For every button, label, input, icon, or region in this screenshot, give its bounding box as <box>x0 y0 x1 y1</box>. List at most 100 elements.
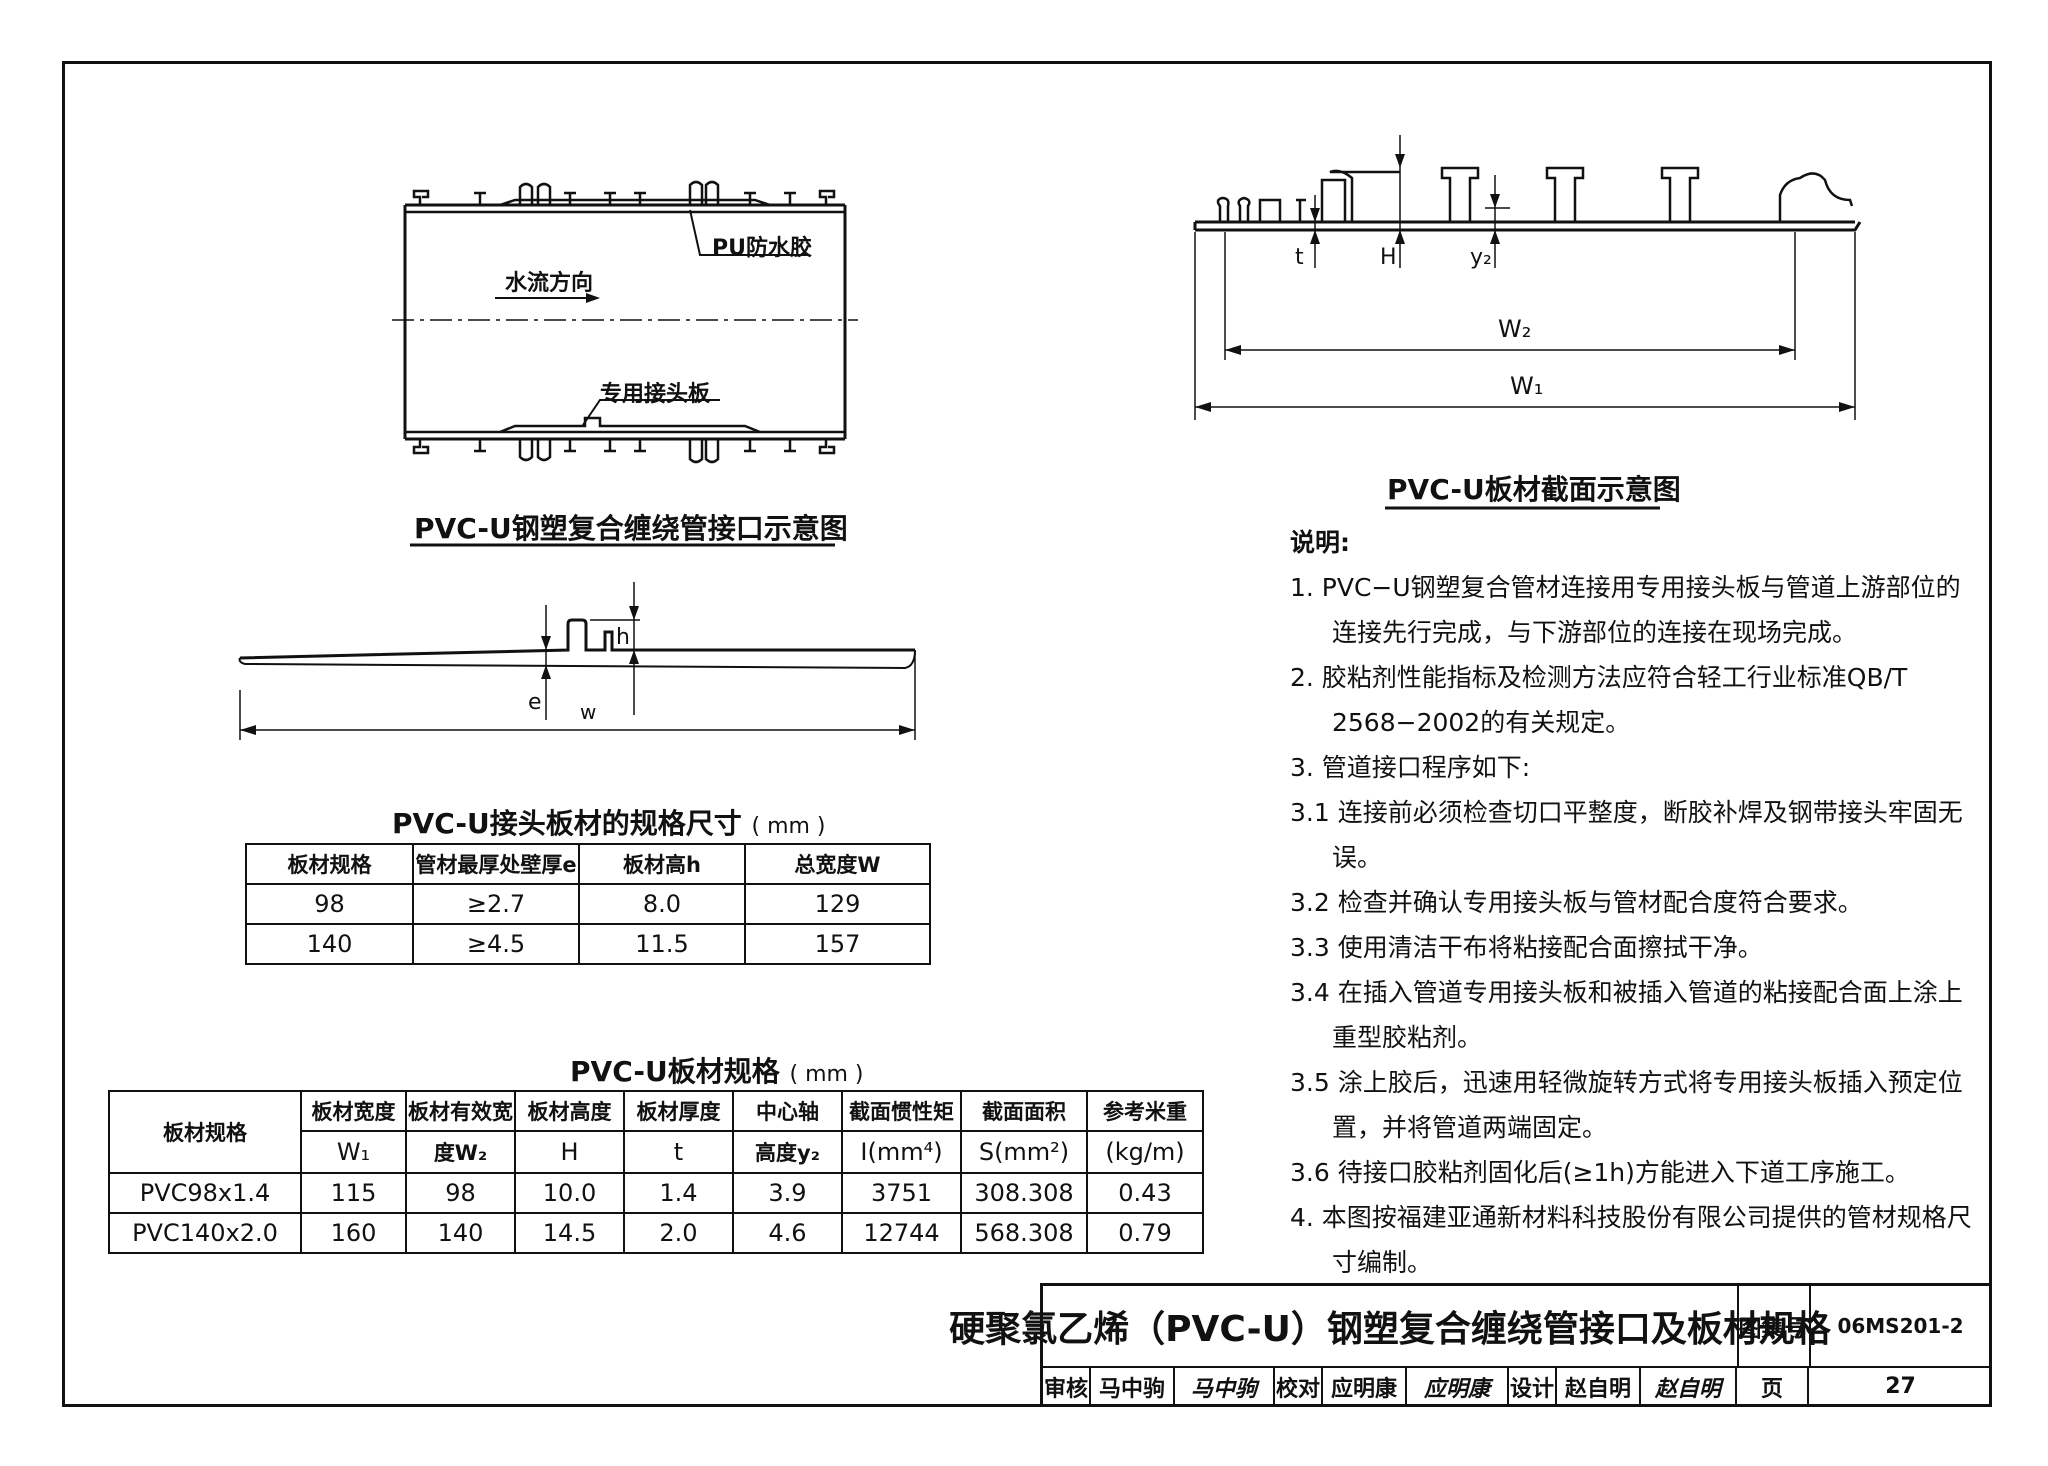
table-cell: 1.4 <box>623 1172 734 1214</box>
designer-signature: 赵自明 <box>1641 1366 1737 1407</box>
checker-signature: 应明康 <box>1407 1366 1509 1407</box>
sheet-spec-table: 板材规格 板材宽度 板材有效宽 板材高度 板材厚度 中心轴 截面惯性矩 截面面积… <box>108 1090 1204 1254</box>
sheet-table-title-text: PVC-U板材规格 <box>570 1055 780 1088</box>
table-cell: 129 <box>744 883 931 925</box>
sheet-table-header: 板材有效宽 <box>405 1090 516 1132</box>
table-cell: 12744 <box>841 1212 962 1254</box>
design-label: 设计 <box>1509 1366 1557 1407</box>
sheet-table-subheader: t <box>623 1130 734 1174</box>
table-cell: 3.9 <box>732 1172 843 1214</box>
table-row: 140 ≥4.5 11.5 157 <box>245 923 931 965</box>
checker-name: 应明康 <box>1323 1366 1407 1407</box>
signature-row: 审核 马中驹 马中驹 校对 应明康 应明康 设计 赵自明 赵自明 页 27 <box>1043 1366 1992 1407</box>
table-cell: 140 <box>245 923 414 965</box>
table-cell: ≥2.7 <box>412 883 580 925</box>
sheet-table-header: 中心轴 <box>732 1090 843 1132</box>
table-cell: 10.0 <box>514 1172 625 1214</box>
sheet-table-subheader: 度W₂ <box>405 1130 516 1174</box>
table-cell: 4.6 <box>732 1212 843 1254</box>
joint-plate-diagram <box>238 582 916 740</box>
pipe-joint-diagram <box>392 180 858 547</box>
table-cell: 308.308 <box>960 1172 1088 1214</box>
sheet-table-header: 板材宽度 <box>300 1090 407 1132</box>
table-cell: 568.308 <box>960 1212 1088 1254</box>
table-cell: 98 <box>245 883 414 925</box>
note-item: 3.6 待接口胶粘剂固化后(≥1h)方能进入下道工序施工。 <box>1290 1158 1910 1187</box>
table-cell: 140 <box>405 1212 516 1254</box>
table-cell: PVC140x2.0 <box>108 1212 302 1254</box>
title-block: 硬聚氯乙烯（PVC-U）钢塑复合缠绕管接口及板材规格 图集号 06MS201-2… <box>949 1283 1992 1407</box>
note-item: 4. 本图按福建亚通新材料科技股份有限公司提供的管材规格尺寸编制。 <box>1290 1203 1972 1277</box>
sheet-table-header: 板材规格 <box>108 1090 302 1174</box>
joint-table-header: 管材最厚处壁厚e <box>412 843 580 885</box>
atlas-number: 06MS201-2 <box>1809 1286 1992 1368</box>
sheet-table-title: PVC-U板材规格 ( mm ) <box>570 1050 864 1090</box>
joint-table-unit: ( mm ) <box>751 814 826 839</box>
section-diagram <box>1193 135 1862 510</box>
review-label: 审核 <box>1043 1366 1091 1407</box>
joint-table-header: 板材高h <box>578 843 746 885</box>
table-cell: 3751 <box>841 1172 962 1214</box>
table-cell: 14.5 <box>514 1212 625 1254</box>
drawing-frame <box>62 61 1992 1407</box>
table-cell: 98 <box>405 1172 516 1214</box>
sheet-table-header: 截面面积 <box>960 1090 1088 1132</box>
section-H-label: H <box>1380 245 1397 270</box>
table-cell: 2.0 <box>623 1212 734 1254</box>
note-item: 3.2 检查并确认专用接头板与管材配合度符合要求。 <box>1290 888 1863 917</box>
table-cell: 115 <box>300 1172 407 1214</box>
section-W1-label: W₁ <box>1510 372 1544 400</box>
plate-w-label: w <box>580 700 597 724</box>
sheet-table-header: 截面惯性矩 <box>841 1090 962 1132</box>
joint-table-header: 总宽度W <box>744 843 931 885</box>
reviewer-signature: 马中驹 <box>1175 1366 1275 1407</box>
table-cell: 0.43 <box>1086 1172 1204 1214</box>
note-item: 1. PVC−U钢塑复合管材连接用专用接头板与管道上游部位的连接先行完成，与下游… <box>1290 573 1961 647</box>
note-item: 3. 管道接口程序如下: <box>1290 753 1531 782</box>
joint-diagram-caption: PVC-U钢塑复合缠绕管接口示意图 <box>414 512 848 545</box>
designer-name: 赵自明 <box>1557 1366 1641 1407</box>
joint-plate-label: 专用接头板 <box>600 382 711 407</box>
notes-title: 说明: <box>1290 528 1350 557</box>
sheet-table-unit: ( mm ) <box>789 1062 864 1087</box>
notes-section: 说明: 1. PVC−U钢塑复合管材连接用专用接头板与管道上游部位的连接先行完成… <box>1290 520 1980 1285</box>
flow-direction-label: 水流方向 <box>505 271 594 296</box>
table-cell: ≥4.5 <box>412 923 580 965</box>
check-label: 校对 <box>1275 1366 1323 1407</box>
note-item: 3.4 在插入管道专用接头板和被插入管道的粘接配合面上涂上重型胶粘剂。 <box>1290 978 1963 1052</box>
page-label: 页 <box>1737 1366 1809 1407</box>
sheet-table-header: 参考米重 <box>1086 1090 1204 1132</box>
sheet-table-subheader: S(mm²) <box>960 1130 1088 1174</box>
table-cell: 8.0 <box>578 883 746 925</box>
table-row: 98 ≥2.7 8.0 129 <box>245 883 931 925</box>
table-cell: 157 <box>744 923 931 965</box>
table-cell: 160 <box>300 1212 407 1254</box>
page-number: 27 <box>1885 1374 1916 1399</box>
table-cell: PVC98x1.4 <box>108 1172 302 1214</box>
table-row: PVC140x2.0 160 140 14.5 2.0 4.6 12744 56… <box>108 1212 1204 1254</box>
sheet-table-subheader: (kg/m) <box>1086 1130 1204 1174</box>
sheet-table-subheader: 高度y₂ <box>732 1130 843 1174</box>
section-t-label: t <box>1295 245 1304 270</box>
sheet-table-subheader: W₁ <box>300 1130 407 1174</box>
section-y2-label: y₂ <box>1470 245 1492 270</box>
table-cell: 11.5 <box>578 923 746 965</box>
section-diagram-caption: PVC-U板材截面示意图 <box>1387 473 1681 506</box>
table-row: PVC98x1.4 115 98 10.0 1.4 3.9 3751 308.3… <box>108 1172 1204 1214</box>
joint-table-header: 板材规格 <box>245 843 414 885</box>
joint-table-title: PVC-U接头板材的规格尺寸 ( mm ) <box>392 802 826 842</box>
sheet-table-subheader: H <box>514 1130 625 1174</box>
section-W2-label: W₂ <box>1498 315 1532 343</box>
joint-plate-spec-table: 板材规格 管材最厚处壁厚e 板材高h 总宽度W 98 ≥2.7 8.0 129 … <box>245 843 931 965</box>
note-item: 2. 胶粘剂性能指标及检测方法应符合轻工行业标准QB/T 2568−2002的有… <box>1290 663 1908 737</box>
joint-table-title-text: PVC-U接头板材的规格尺寸 <box>392 807 742 840</box>
pu-sealant-label: PU防水胶 <box>712 236 812 261</box>
drawing-title: 硬聚氯乙烯（PVC-U）钢塑复合缠绕管接口及板材规格 <box>949 1286 1831 1368</box>
atlas-number-label: 图集号 <box>1737 1286 1811 1368</box>
sheet-table-header: 板材厚度 <box>623 1090 734 1132</box>
sheet-table-subheader: I(mm⁴) <box>841 1130 962 1174</box>
table-cell: 0.79 <box>1086 1212 1204 1254</box>
reviewer-name: 马中驹 <box>1091 1366 1175 1407</box>
sheet-table-header: 板材高度 <box>514 1090 625 1132</box>
